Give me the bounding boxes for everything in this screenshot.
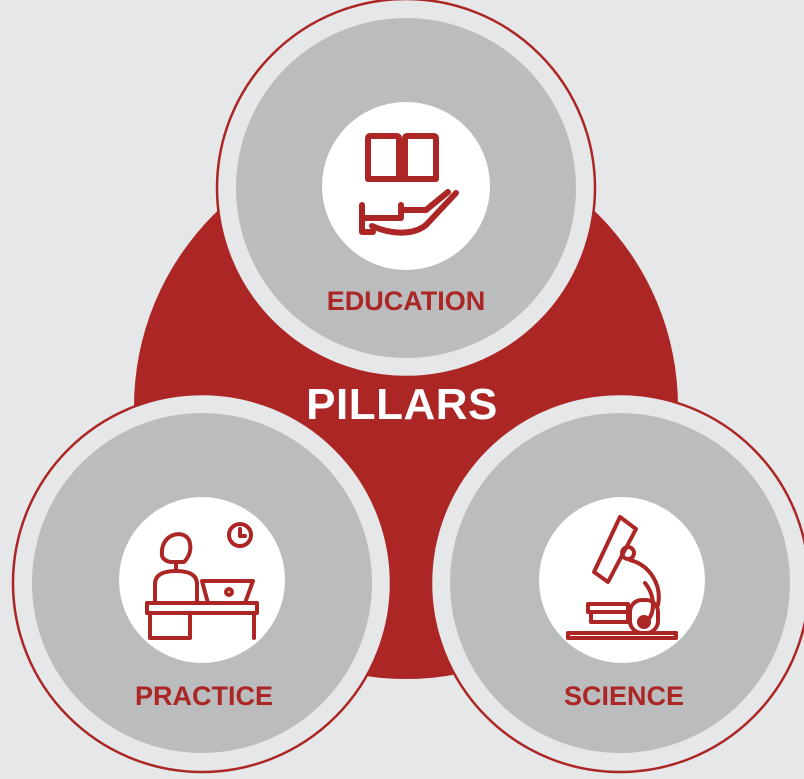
pillar-practice-label: PRACTICE	[135, 681, 273, 711]
pillar-education-icon-disc	[322, 102, 490, 270]
pillar-science: SCIENCE	[429, 392, 804, 774]
pillar-education-label: EDUCATION	[327, 286, 486, 316]
pillar-science-label: SCIENCE	[564, 681, 684, 711]
person-at-desk-icon	[145, 522, 259, 640]
microscope-icon	[566, 515, 678, 640]
book-on-hand-icon	[359, 133, 459, 236]
pillar-education: EDUCATION	[215, 0, 597, 379]
pillar-science-icon-disc	[539, 497, 705, 663]
pillar-practice: PRACTICE	[11, 392, 393, 774]
center-label: PILLARS	[306, 380, 498, 429]
